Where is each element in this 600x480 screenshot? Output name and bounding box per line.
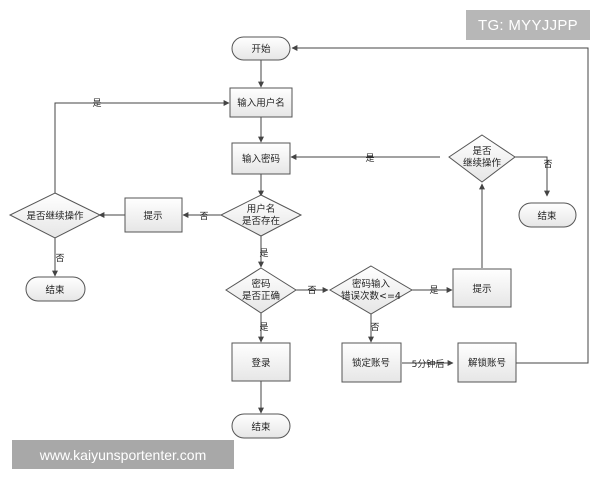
start-node [231, 36, 291, 61]
user-exists-decision [219, 194, 303, 237]
error-count-decision [329, 265, 413, 315]
continue-right-label-line2: 继续操作 [463, 157, 502, 169]
continue-left-label: 是否继续操作 [26, 210, 84, 222]
bottom-watermark: www.kaiyunsportenter.com [12, 440, 234, 469]
edge-label-yes-continue-right: 是 [365, 153, 374, 164]
prompt-left-label: 提示 [143, 210, 162, 222]
password-correct-label-line2: 是否正确 [242, 290, 280, 302]
continue-right-label-line1: 是否 [472, 146, 492, 157]
input-password-node [231, 142, 291, 175]
password-correct-decision [225, 267, 297, 314]
unlock-account-node [457, 342, 517, 383]
top-watermark: TG: MYYJJPP [466, 10, 590, 40]
user-exists-label-line2: 是否存在 [242, 215, 280, 227]
unlock-account-label: 解锁账号 [468, 357, 506, 369]
start-label: 开始 [251, 43, 271, 55]
edge-continue-left-yes [54, 100, 230, 193]
password-correct-label-line1: 密码 [251, 278, 270, 290]
end-right-node [518, 202, 577, 228]
input-password-label: 输入密码 [242, 153, 280, 165]
input-username-node [229, 87, 293, 118]
prompt-right-label: 提示 [472, 283, 491, 295]
input-username-label: 输入用户名 [237, 97, 285, 109]
edge-label-after-5min: 5分钟后 [412, 358, 445, 370]
end-right-label: 结束 [537, 210, 557, 222]
end-left-label: 结束 [45, 284, 65, 296]
edge-unlock-to-start [291, 45, 589, 364]
edge-continue-right-no [515, 156, 550, 197]
error-count-label-line2: 错误次数<=4 [341, 290, 401, 302]
edge-label-no-continue-left: 否 [55, 253, 64, 264]
edge-label-yes-continue-left: 是 [92, 98, 101, 109]
user-exists-label-line1: 用户名 [247, 203, 276, 215]
edge-label-yes-pwd: 是 [259, 322, 268, 333]
lock-account-label: 锁定账号 [352, 357, 390, 369]
continue-left-decision [8, 192, 102, 239]
end-bottom-node [231, 413, 291, 439]
login-label: 登录 [251, 358, 271, 369]
edge-label-no-pwd: 否 [307, 285, 316, 296]
prompt-left-node [124, 197, 183, 233]
edge-label-yes-err: 是 [429, 285, 438, 296]
edge-label-no-err: 否 [370, 322, 379, 333]
continue-right-decision [448, 134, 516, 183]
lock-account-node [341, 342, 402, 383]
edge-label-yes-user: 是 [259, 248, 268, 259]
edge-label-no-continue-right: 否 [543, 159, 552, 170]
error-count-label-line1: 密码输入 [352, 278, 391, 290]
connectors [52, 45, 589, 414]
end-bottom-label: 结束 [251, 421, 271, 433]
login-node [231, 342, 291, 382]
prompt-right-node [452, 268, 512, 308]
end-left-node [25, 276, 86, 302]
edge-label-no-user: 否 [199, 211, 208, 222]
